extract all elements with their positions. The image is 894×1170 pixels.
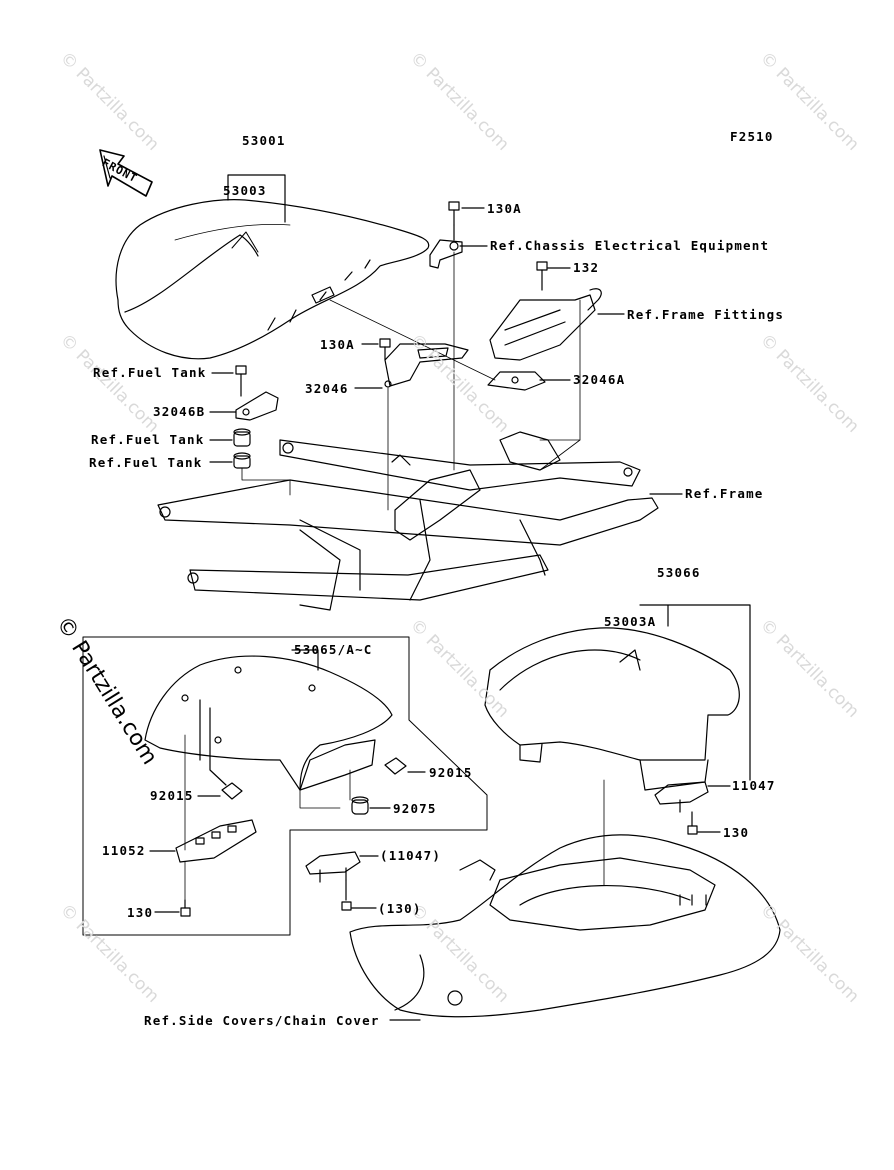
bolt-130-l-part	[180, 899, 191, 917]
callout-92015-left: 92015	[150, 788, 194, 803]
callout-92075: 92075	[393, 801, 437, 816]
chassis-bracket-part	[429, 239, 463, 269]
bolt-132-part	[536, 261, 548, 291]
callout-92015-right: 92015	[429, 765, 473, 780]
bolt-130A-mid-part	[379, 338, 391, 361]
callout-32046A: 32046A	[573, 372, 626, 387]
damper-2-part	[233, 452, 251, 469]
callout-11052: 11052	[102, 843, 146, 858]
seat-cowl-53065-part	[144, 655, 393, 791]
grommet-92075-part	[351, 796, 369, 815]
nut-92015-r-part	[384, 757, 407, 775]
seat-cowl-53066-part	[484, 627, 740, 791]
callout-ref-frame: Ref.Frame	[685, 486, 764, 501]
bolt-130-r-part	[687, 811, 698, 835]
damper-part	[233, 428, 251, 447]
callout-11047-paren: (11047)	[380, 848, 442, 863]
callout-130-left: 130	[127, 905, 154, 920]
callout-ref-frame-fittings: Ref.Frame Fittings	[627, 307, 785, 322]
bracket-11052-part	[175, 819, 257, 863]
bracket-11047-p-part	[305, 851, 361, 883]
callout-ref-fuel-tank-2: Ref.Fuel Tank	[91, 432, 205, 447]
bracket-32046B-part	[235, 391, 279, 421]
callout-32046B: 32046B	[153, 404, 206, 419]
callout-132: 132	[573, 260, 600, 275]
callout-ref-chassis: Ref.Chassis Electrical Equipment	[490, 238, 770, 253]
tail-cover-part	[349, 834, 781, 1018]
callout-32046: 32046	[305, 381, 349, 396]
bracket-32046A-part	[487, 288, 602, 391]
callout-53066: 53066	[657, 565, 701, 580]
callout-130A-mid: 130A	[320, 337, 355, 352]
rider-seat-part	[115, 199, 430, 360]
callout-130-right: 130	[723, 825, 750, 840]
bolt-130A-top-part	[448, 201, 460, 226]
callout-ref-fuel-tank-3: Ref.Fuel Tank	[89, 455, 203, 470]
callout-53003A: 53003A	[604, 614, 657, 629]
callout-130-paren: (130)	[378, 901, 422, 916]
nut-92015-l-part	[221, 782, 243, 800]
callout-11047: 11047	[732, 778, 776, 793]
callout-53001: 53001	[242, 133, 286, 148]
front-arrow-icon	[99, 149, 153, 197]
callout-ref-side-covers: Ref.Side Covers/Chain Cover	[144, 1013, 380, 1028]
callout-130A-top: 130A	[487, 201, 522, 216]
callout-53003: 53003	[223, 183, 267, 198]
callout-53065: 53065/A~C	[294, 642, 373, 657]
figure-code: F2510	[730, 129, 774, 144]
subframe-part	[157, 431, 659, 611]
callout-ref-fuel-tank-1: Ref.Fuel Tank	[93, 365, 207, 380]
bracket-11047-r-part	[654, 781, 709, 813]
bolt-fuel-tank-part	[235, 365, 247, 397]
subassembly-box	[82, 636, 488, 936]
bolt-130-p-part	[341, 901, 352, 911]
